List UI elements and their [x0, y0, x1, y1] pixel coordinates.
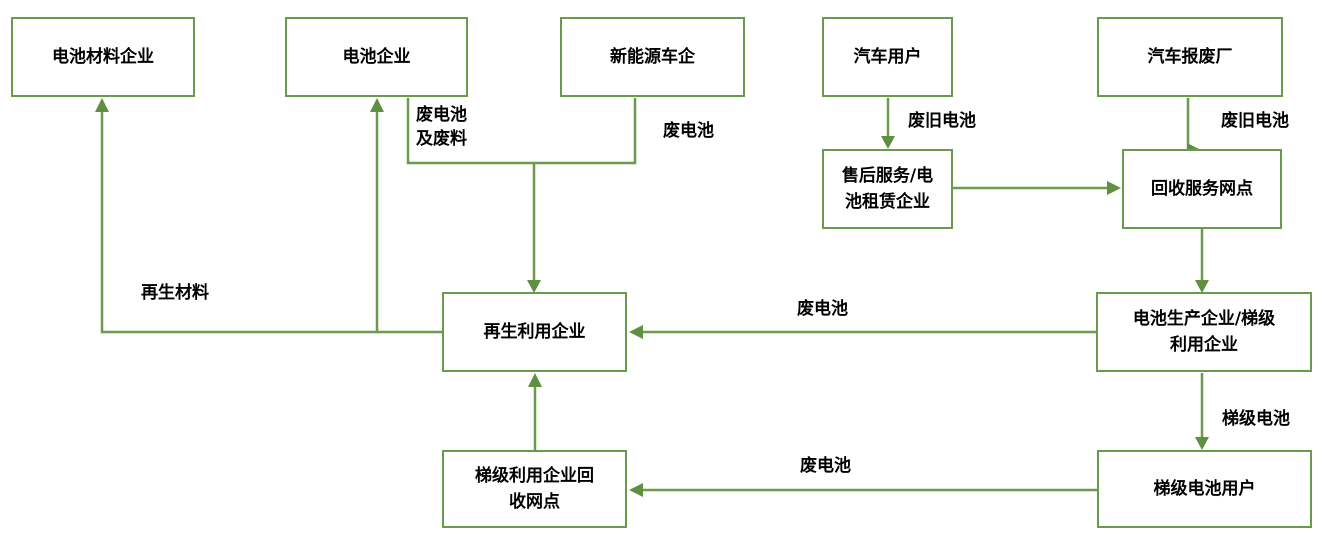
edge-producer-to-cascade-user-arrow: [1195, 373, 1209, 450]
edge-battery-and-nev-to-regen-arrow: [406, 98, 637, 293]
edge-label-waste-battery-producer: 废电池: [797, 299, 848, 319]
edge-network-to-producer-arrow: [1195, 229, 1209, 293]
edge-label-waste-battery-cascade-user: 废电池: [800, 456, 851, 476]
node-car-scrap-plant: 汽车报废厂: [1097, 17, 1283, 97]
edge-car-user-to-aftersales-arrow: [881, 98, 895, 149]
node-battery-producer-cascade-company: 电池生产企业/梯级 利用企业: [1096, 292, 1312, 372]
node-cascade-recycling-network: 梯级利用企业回 收网点: [442, 450, 627, 528]
node-recycling-service-network: 回收服务网点: [1122, 149, 1282, 229]
edge-aftersales-to-network-arrow: [953, 181, 1121, 195]
node-aftersales-battery-leasing: 售后服务/电 池租赁企业: [822, 149, 953, 229]
node-nev-maker: 新能源车企: [560, 17, 745, 97]
edge-label-regenerated-materials: 再生材料: [141, 283, 209, 303]
edge-regen-to-battery-materials-arrow: [95, 98, 442, 334]
node-battery-company: 电池企业: [285, 17, 468, 97]
node-cascade-battery-user: 梯级电池用户: [1097, 450, 1312, 528]
node-battery-materials-company: 电池材料企业: [11, 17, 195, 97]
edge-label-waste-battery-and-scrap: 废电池 及废料: [416, 105, 467, 149]
node-regeneration-company: 再生利用企业: [442, 292, 627, 372]
edge-cascade-user-to-cascade-network-arrow: [629, 483, 1097, 497]
edge-label-used-battery-car-user: 废旧电池: [908, 111, 976, 131]
edge-label-cascade-battery: 梯级电池: [1222, 409, 1290, 429]
edge-cascade-network-to-regen-arrow: [528, 373, 542, 450]
edge-label-waste-battery-nev: 废电池: [663, 121, 714, 141]
edge-regen-to-battery-company-arrow: [370, 98, 384, 332]
node-car-user: 汽车用户: [822, 17, 953, 97]
edge-label-used-battery-scrap-plant: 废旧电池: [1221, 111, 1289, 131]
edge-producer-to-regen-arrow: [629, 325, 1096, 339]
